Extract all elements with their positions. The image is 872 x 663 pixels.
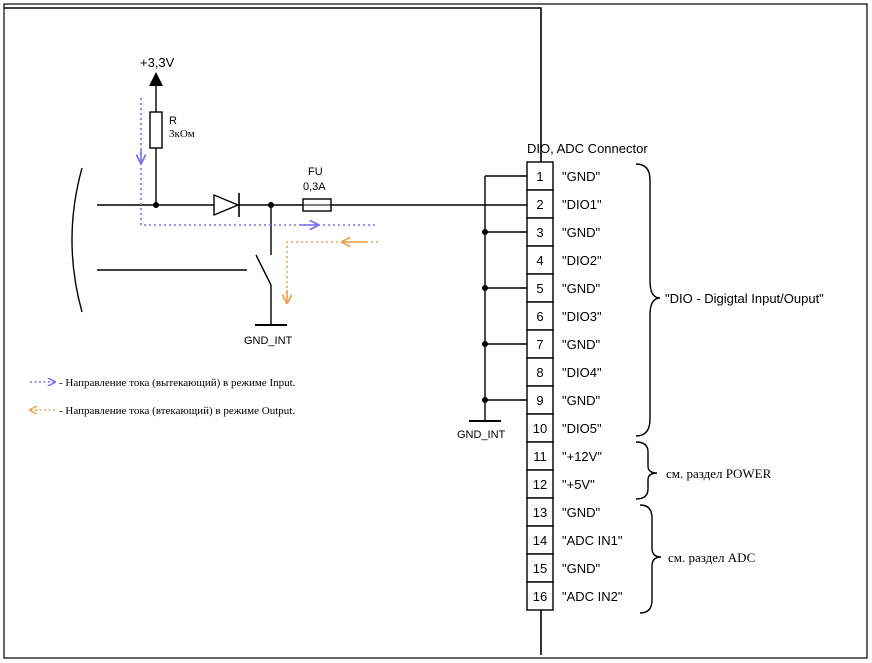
pin-cell (526, 161, 554, 191)
pin-cell (526, 217, 554, 247)
ground-label-connector: GND_INT (457, 429, 506, 441)
module-boundary (4, 7, 542, 655)
input-current-path (140, 98, 318, 226)
pin-number: 12 (533, 477, 547, 492)
supply-label: +3,3V (140, 55, 175, 70)
pin-signal: "DIO1" (562, 197, 602, 212)
supply-arrow-icon (149, 72, 163, 86)
brace-power: см. раздел POWER (635, 441, 772, 500)
connector-pin-row: 15 "GND" (526, 553, 601, 583)
pin-cell (526, 497, 554, 527)
pin-cell (526, 189, 554, 219)
connector-pin-row: 4 "DIO2" (526, 245, 602, 275)
output-current-path (286, 241, 378, 302)
diode-icon (213, 193, 240, 217)
pin-cell (526, 385, 554, 415)
pin-number: 3 (536, 225, 543, 240)
fuse: FU 0,3А (302, 166, 527, 212)
pin-cell (526, 553, 554, 583)
pin-number: 9 (536, 393, 543, 408)
pin-number: 16 (533, 589, 547, 604)
junction-dot (482, 397, 488, 403)
pin-number: 5 (536, 281, 543, 296)
pin-number: 4 (536, 253, 543, 268)
pin-cell (526, 525, 554, 555)
resistor: R 3кОм (149, 111, 195, 205)
pin-number: 15 (533, 561, 547, 576)
pin-number: 11 (533, 449, 547, 464)
pin-cell (526, 581, 554, 611)
pin-number: 13 (533, 505, 547, 520)
pin-cell (526, 469, 554, 499)
brace-dio: "DIO - Digigtal Input/Ouput" (635, 163, 824, 437)
junction-dot (153, 202, 159, 208)
legend-output-text: - Направление тока (втекающий) в режиме … (59, 405, 295, 417)
legend-input-text: - Направление тока (вытекающий) в режиме… (59, 377, 296, 389)
connector-pin-row: 14 "ADC IN1" (526, 525, 623, 555)
pin-number: 6 (536, 309, 543, 324)
pin-signal: "DIO4" (562, 365, 602, 380)
pin-cell (526, 413, 554, 443)
connector-pin-row: 5 "GND" (526, 273, 601, 303)
pin-signal: "DIO5" (562, 421, 602, 436)
pin-number: 2 (536, 197, 543, 212)
pin-signal: "ADC IN2" (562, 589, 623, 604)
pin-signal: "DIO2" (562, 253, 602, 268)
connector-pin-row: 16 "ADC IN2" (526, 581, 623, 611)
pin-number: 8 (536, 365, 543, 380)
pin-signal: "GND" (562, 169, 601, 184)
pin-signal: "GND" (562, 561, 601, 576)
connector-pin-row: 9 "GND" (526, 385, 601, 415)
connector-pin-row: 12 "+5V" (526, 469, 595, 499)
power-group-label: см. раздел POWER (666, 466, 772, 481)
pin-number: 10 (533, 421, 547, 436)
pin-signal: "DIO3" (562, 309, 602, 324)
connector-pin-row: 13 "GND" (526, 497, 601, 527)
pin-cell (526, 273, 554, 303)
pin-signal: "+12V" (562, 449, 602, 464)
pin-signal: "GND" (562, 281, 601, 296)
ground-label-left: GND_INT (244, 335, 293, 347)
outer-frame (3, 3, 868, 659)
pin-signal: "GND" (562, 393, 601, 408)
connector-pin-row: 3 "GND" (526, 217, 601, 247)
adc-group-label: см. раздел ADC (668, 550, 755, 565)
connector-pin-row: 6 "DIO3" (526, 301, 602, 331)
connector-pin-row: 7 "GND" (526, 329, 601, 359)
resistor-body (149, 111, 163, 149)
connector-pins: 1 "GND" 2 "DIO1" 3 "GND" 4 "DIO2" 5 "GND" 6 "DIO3" 7… (526, 161, 623, 611)
pin-signal: "GND" (562, 505, 601, 520)
connector-title: DIO, ADC Connector (527, 141, 648, 156)
pin-number: 7 (536, 337, 543, 352)
supply-node: +3,3V (140, 55, 175, 112)
fuse-value: 0,3А (303, 181, 326, 193)
pin-number: 1 (536, 169, 543, 184)
ground-bus: GND_INT (457, 175, 527, 441)
pin-number: 14 (533, 533, 547, 548)
fuse-name: FU (308, 166, 323, 178)
pin-signal: "+5V" (562, 477, 595, 492)
resistor-name: R (169, 115, 177, 127)
junction-dot (482, 341, 488, 347)
cable-curve (71, 167, 83, 313)
connector-pin-row: 10 "DIO5" (526, 413, 602, 443)
junction-dot (482, 229, 488, 235)
switch-contact (255, 254, 272, 286)
legend: - Направление тока (вытекающий) в режиме… (30, 377, 296, 417)
connector-pin-row: 8 "DIO4" (526, 357, 602, 387)
pin-signal: "GND" (562, 337, 601, 352)
connector-pin-row: 2 "DIO1" (526, 189, 602, 219)
diode (213, 193, 303, 217)
brace-adc: см. раздел ADC (639, 504, 755, 614)
connector-pin-row: 11 "+12V" (526, 441, 602, 471)
junction-dot (482, 285, 488, 291)
pin-signal: "ADC IN1" (562, 533, 623, 548)
dio-group-label: "DIO - Digigtal Input/Ouput" (665, 291, 824, 306)
resistor-value: 3кОм (169, 128, 195, 140)
pin-signal: "GND" (562, 225, 601, 240)
connector-pin-row: 1 "GND" (526, 161, 601, 191)
